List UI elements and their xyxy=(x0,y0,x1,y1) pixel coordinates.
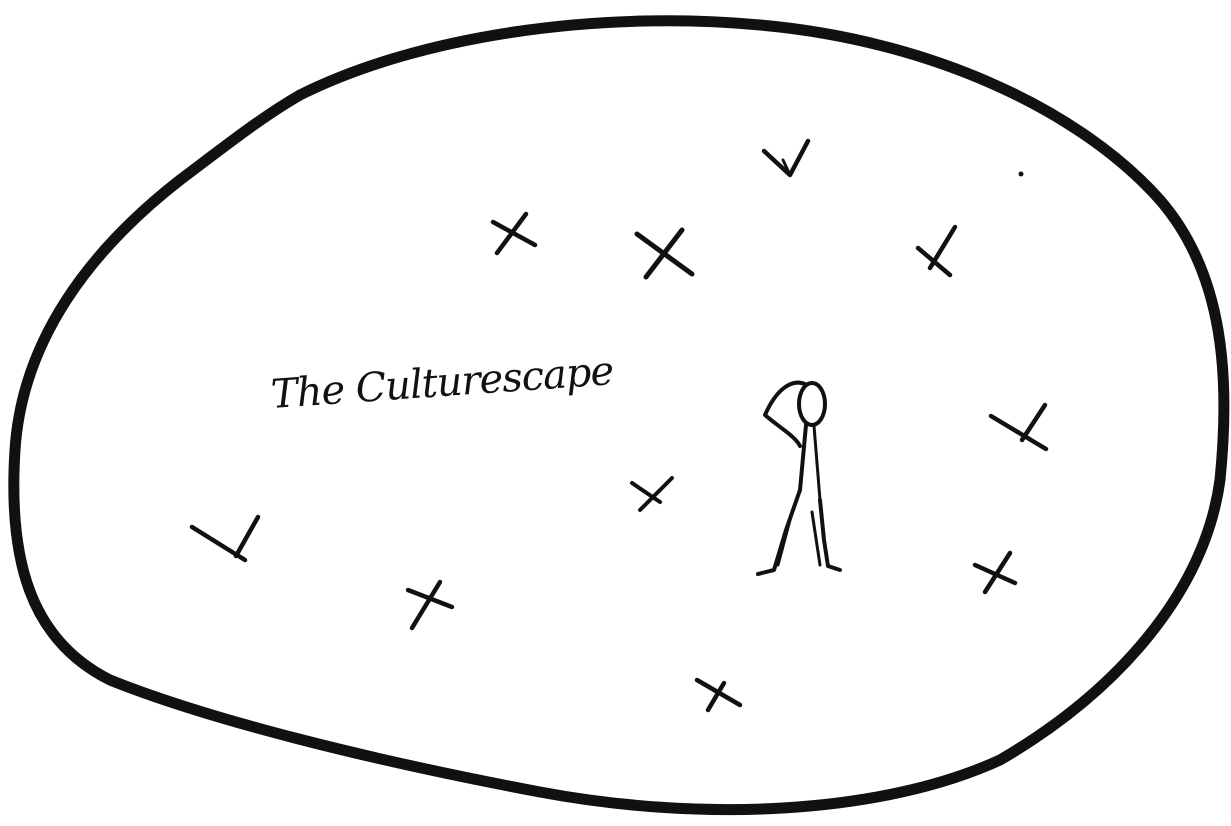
check-mark xyxy=(991,405,1046,449)
culturescape-boundary xyxy=(14,21,1224,810)
check-mark xyxy=(764,141,808,175)
check-mark xyxy=(192,517,258,560)
x-mark xyxy=(632,478,672,510)
x-mark xyxy=(697,680,740,710)
figure-right-leg xyxy=(820,500,840,570)
figure-head xyxy=(799,383,825,425)
culturescape-label: The Culturescape xyxy=(269,348,614,418)
x-mark xyxy=(408,582,452,628)
ink-dot xyxy=(1019,172,1024,177)
stick-figure xyxy=(758,383,840,574)
x-mark xyxy=(637,230,692,277)
figure-body xyxy=(800,425,806,490)
figure-torso-edge xyxy=(814,426,820,500)
x-mark xyxy=(493,214,535,253)
check-mark xyxy=(918,227,955,275)
figure-inner-leg xyxy=(778,512,820,565)
x-mark xyxy=(975,553,1015,592)
